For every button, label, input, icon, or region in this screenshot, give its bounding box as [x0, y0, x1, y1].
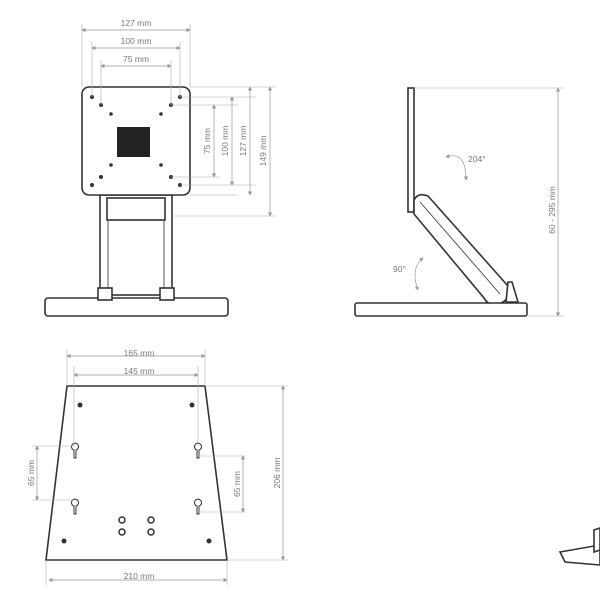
- side-base: [354, 302, 528, 317]
- base-plate: [45, 385, 228, 561]
- front-view: 127 mm 100 mm 75 mm 75 mm 100 mm 127 mm …: [44, 18, 276, 317]
- dim-127-height: 127 mm: [238, 126, 248, 157]
- height-range-label: 60 - 295 mm: [547, 186, 557, 234]
- dim-206-depth: 206 mm: [272, 458, 282, 489]
- dim-65-left: 65 mm: [26, 460, 36, 486]
- base-view: 165 mm 145 mm 65 mm 65 mm 206 mm 210 mm: [26, 348, 288, 585]
- dim-127-width: 127 mm: [121, 18, 152, 28]
- extension-lines: [171, 86, 276, 217]
- iso-base: [558, 544, 600, 566]
- isometric-view-partial: [558, 527, 600, 566]
- dim-100-height: 100 mm: [220, 126, 230, 157]
- rotation-arrow-icon: [414, 257, 424, 291]
- screw-icons: [118, 516, 155, 536]
- iso-column: [593, 527, 600, 554]
- base-foot: [159, 287, 175, 301]
- extension-lines: [81, 24, 191, 105]
- base-foot: [97, 287, 113, 301]
- dim-145-width: 145 mm: [124, 366, 155, 376]
- keyhole-slots: [71, 442, 202, 515]
- dim-75-height: 75 mm: [202, 128, 212, 154]
- dim-149-height: 149 mm: [258, 136, 268, 167]
- extension-lines: [32, 350, 288, 585]
- front-base: [44, 297, 229, 317]
- dim-65-right: 65 mm: [232, 471, 242, 497]
- dim-100-width: 100 mm: [121, 36, 152, 46]
- center-cutout: [117, 127, 150, 157]
- arm-inner-edge: [419, 201, 501, 295]
- dim-165-width: 165 mm: [124, 348, 155, 358]
- base-angle-label: 90°: [393, 264, 406, 274]
- arm-bracket: [505, 281, 520, 303]
- column-hinge: [106, 197, 166, 221]
- side-view: 204° 90° 60 - 295 mm: [354, 87, 564, 317]
- dim-210-width: 210 mm: [124, 571, 155, 581]
- base-holes: [61, 402, 212, 544]
- dim-75-width: 75 mm: [123, 54, 149, 64]
- tilt-angle-label: 204°: [468, 154, 486, 164]
- side-panel: [407, 87, 415, 213]
- rotation-arrow-icon: [445, 153, 469, 181]
